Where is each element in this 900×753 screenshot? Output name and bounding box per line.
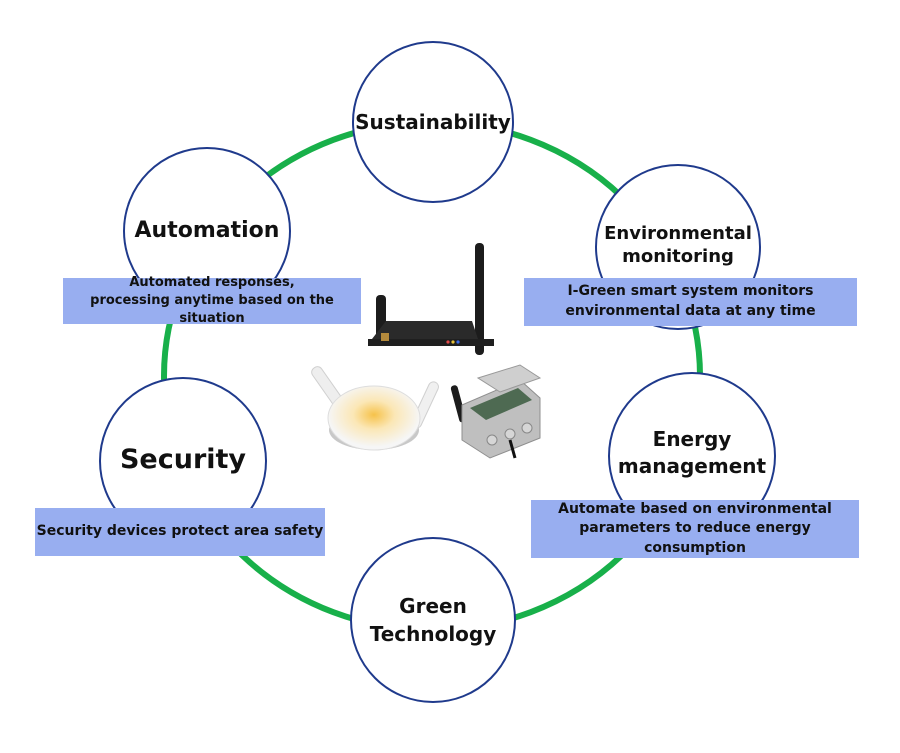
node-title-line: Environmental <box>604 223 752 244</box>
description-line: I-Green smart system monitors <box>567 283 814 300</box>
junction-box-controller-icon <box>450 364 542 459</box>
node-title-line: Energy <box>652 427 732 451</box>
description-environmental-monitoring: I-Green smart system monitors environmen… <box>524 278 857 326</box>
node-sustainability: Sustainability <box>352 41 514 203</box>
node-title-line: Security <box>119 444 247 475</box>
description-line: processing anytime based on the situatio… <box>90 292 334 327</box>
ceiling-sensor-icon <box>311 366 439 451</box>
gateway-router-icon <box>368 243 494 355</box>
node-title-line: Technology <box>369 622 497 646</box>
node-title-line: Automation <box>134 218 280 243</box>
description-line: environmental data at any time <box>565 303 816 319</box>
description-line: Automated responses, <box>129 274 295 290</box>
description-security: Security devices protect area safety <box>35 508 325 556</box>
node-green-technology: Green Technology <box>350 537 516 703</box>
node-title-line: Green <box>399 594 467 618</box>
description-automation: Automated responses, processing anytime … <box>63 275 361 326</box>
node-title-line: Sustainability <box>355 109 511 134</box>
node-title-line: management <box>617 454 767 478</box>
description-line: parameters to reduce energy consumption <box>579 520 811 556</box>
node-title-line: monitoring <box>622 245 734 267</box>
description-line: Security devices protect area safety <box>36 523 324 540</box>
description-energy-management: Automate based on environmental paramete… <box>531 500 859 558</box>
description-line: Automate based on environmental <box>558 500 832 517</box>
center-devices-image <box>311 243 542 459</box>
